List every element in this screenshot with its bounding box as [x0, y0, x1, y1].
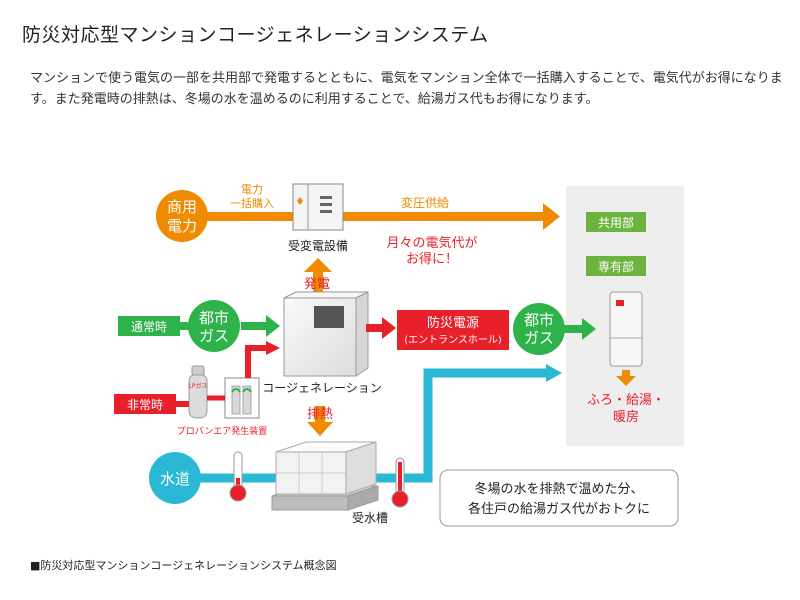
note-line-1: 冬場の水を排熱で温めた分、 [474, 481, 643, 497]
note-box [439, 469, 679, 527]
propane-air-device-icon [224, 377, 260, 419]
power-line [205, 212, 545, 221]
emergency-gas-line-3 [245, 345, 268, 378]
water-heater-icon [609, 291, 643, 367]
uses-arrow-head [616, 376, 636, 386]
generation-arrow-head [304, 258, 332, 272]
water-label: 水道 [160, 470, 190, 488]
commercial-power-label-1: 商用 [167, 198, 197, 216]
exhaust-heat-label: 排熱 [307, 407, 333, 422]
water-arrow-head [546, 364, 562, 382]
hot-thermometer-icon [391, 457, 409, 508]
city-gas-circle-right [513, 303, 565, 355]
note-line-2: 各住戸の給湯ガス代がおトクに [468, 501, 650, 517]
generation-arrow-shaft [313, 268, 323, 294]
gas-arrow-right-head [266, 315, 280, 337]
savings-label-1: 月々の電気代が [386, 235, 477, 251]
substation-label: 受変電設備 [288, 238, 348, 253]
water-circle [149, 452, 201, 504]
emergency-badge [114, 394, 176, 414]
common-area-badge [586, 212, 646, 232]
substation-cabinet-icon [292, 183, 344, 231]
lp-gas-cylinder-icon [188, 365, 208, 419]
city-gas-left-label-1: 都市 [199, 309, 229, 327]
disaster-arrow-head [382, 317, 396, 339]
uses-arrow-shaft [622, 370, 630, 378]
propane-air-label: プロパンエア発生装置 [177, 425, 267, 437]
city-gas-left-label-2: ガス [199, 327, 229, 345]
commercial-power-label-2: 電力 [167, 217, 197, 235]
gas-right-arrow-head [582, 318, 596, 340]
gas-arrow-right-shaft [241, 322, 269, 330]
generation-label: 発電 [304, 277, 330, 292]
water-tank-icon [271, 441, 379, 511]
city-gas-right-label-1: 都市 [524, 311, 554, 329]
private-area-label: 専有部 [598, 259, 634, 274]
uses-label-2: 暖房 [613, 409, 639, 425]
power-arrow-head [543, 203, 560, 230]
exhaust-arrow-shaft [315, 406, 325, 424]
common-area-label: 共用部 [598, 215, 634, 230]
private-area-badge [586, 256, 646, 276]
cogeneration-unit-icon [283, 291, 369, 377]
page-title: 防災対応型マンションコージェネレーションシステム [22, 24, 489, 46]
disaster-power-label-1: 防災電源 [427, 315, 479, 331]
normal-label: 通常時 [131, 320, 167, 334]
emergency-label: 非常時 [127, 398, 163, 412]
description: マンションで使う電気の一部を共用部で発電するとともに、電気をマンション全体で一括… [30, 71, 783, 107]
normal-badge [118, 316, 180, 336]
city-gas-circle-left [188, 300, 240, 352]
bulk-purchase-label-1: 電力 [241, 183, 263, 196]
gas-arrow-left-shaft [180, 322, 190, 330]
bulk-purchase-label-2: 一括購入 [230, 196, 274, 210]
voltage-supply-label: 変圧供給 [401, 195, 449, 210]
figure-caption: ■防災対応型マンションコージェネレーションシステム概念図 [30, 559, 337, 572]
lp-gas-label: LPガス [189, 382, 208, 390]
water-tank-label: 受水槽 [352, 511, 388, 525]
savings-label-2: お得に！ [406, 251, 458, 267]
gas-right-arrow-shaft [562, 325, 584, 333]
disaster-power-label-2: (エントランスホール) [404, 334, 502, 346]
disaster-arrow-shaft [366, 324, 384, 332]
exhaust-arrow-head [307, 422, 333, 436]
city-gas-right-label-2: ガス [524, 329, 554, 347]
cold-thermometer-icon [229, 451, 247, 502]
uses-label-1: ふろ・給湯・ [587, 393, 665, 408]
emergency-arrow-head [266, 341, 280, 355]
commercial-power-circle [156, 190, 208, 242]
disaster-power-box [397, 310, 509, 350]
cogeneration-label: コージェネレーション [262, 381, 382, 395]
